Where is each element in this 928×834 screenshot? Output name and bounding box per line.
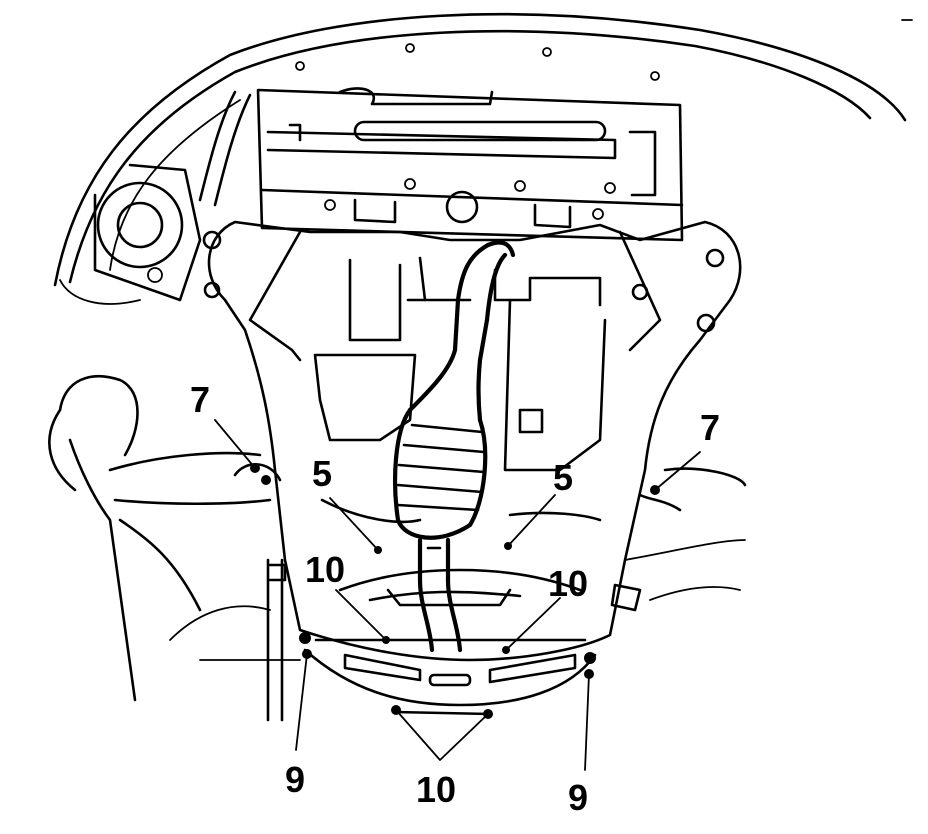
callout-10-right: 10 (548, 563, 588, 604)
catalytic-converter (393, 240, 516, 653)
engine-undercover (202, 220, 742, 722)
callout-9-right: 9 (568, 777, 588, 818)
callout-9-left: 9 (285, 759, 305, 800)
left-suspension (48, 163, 301, 702)
callout-labels: 7 7 5 5 10 10 10 9 9 (190, 379, 720, 818)
bolt-9-left-upper (299, 632, 311, 644)
callout-10-bottom: 10 (416, 769, 456, 810)
callout-7-left: 7 (190, 379, 210, 420)
right-suspension (610, 467, 747, 612)
bolt-7-left-lower (261, 475, 271, 485)
callout-7-right: 7 (700, 407, 720, 448)
bolt-markers (214, 419, 701, 771)
bolt-9-right-upper (584, 652, 596, 664)
hood-panel (53, 12, 913, 305)
callout-5-left: 5 (312, 453, 332, 494)
callout-5-right: 5 (553, 457, 573, 498)
radiator-support (198, 87, 684, 242)
callout-10-left: 10 (305, 549, 345, 590)
